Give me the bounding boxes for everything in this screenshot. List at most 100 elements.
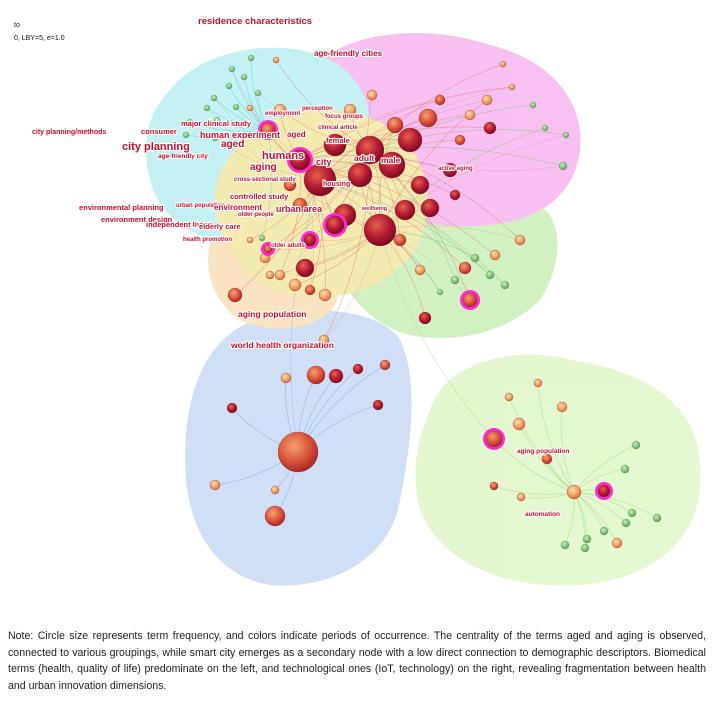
network-edge xyxy=(299,159,314,291)
network-edge xyxy=(319,139,461,181)
term-node xyxy=(560,540,570,550)
term-node xyxy=(418,108,438,128)
term-node xyxy=(263,244,273,254)
network-edge xyxy=(369,86,513,151)
network-edge xyxy=(369,129,567,151)
term-label: humans xyxy=(262,150,304,162)
term-node xyxy=(470,253,480,263)
term-node xyxy=(556,401,568,413)
term-node xyxy=(318,288,332,302)
term-label: city xyxy=(316,157,332,167)
term-node xyxy=(485,270,495,280)
header-line-1: to xyxy=(14,22,20,29)
term-node xyxy=(303,233,317,247)
term-node xyxy=(541,124,549,132)
term-node xyxy=(489,249,501,261)
term-node xyxy=(458,261,472,275)
term-node xyxy=(210,94,218,102)
term-node xyxy=(611,537,623,549)
term-node xyxy=(366,89,378,101)
term-node xyxy=(410,175,430,195)
term-node xyxy=(211,134,219,142)
term-node xyxy=(226,402,238,414)
cluster-light-green xyxy=(415,354,701,586)
term-node xyxy=(258,234,266,242)
term-label: major clinical study xyxy=(181,119,252,128)
term-node xyxy=(508,83,516,91)
term-label: cross-sectional study xyxy=(234,177,296,183)
term-label: older adults xyxy=(271,243,306,249)
term-label: employment xyxy=(265,111,300,117)
term-label: perception xyxy=(302,106,333,112)
term-label: consumer xyxy=(141,127,177,136)
term-node xyxy=(328,368,344,384)
term-label: aged xyxy=(287,130,306,139)
network-edge xyxy=(319,99,441,181)
term-node xyxy=(397,127,423,153)
term-label: independent living xyxy=(146,220,213,229)
term-node xyxy=(418,311,432,325)
term-node xyxy=(379,359,391,371)
term-node xyxy=(227,287,243,303)
term-node xyxy=(270,485,280,495)
term-label: city planning xyxy=(122,141,190,153)
term-label: housing xyxy=(323,181,350,188)
term-node xyxy=(621,518,631,528)
term-node xyxy=(393,233,407,247)
term-node xyxy=(372,399,384,411)
term-node xyxy=(516,492,526,502)
term-node xyxy=(292,197,308,213)
term-node xyxy=(363,213,397,247)
term-node xyxy=(652,513,662,523)
network-edge xyxy=(275,59,371,151)
term-node xyxy=(489,481,499,491)
term-node xyxy=(580,543,590,553)
term-node xyxy=(283,178,297,192)
network-edge xyxy=(257,92,371,151)
term-node xyxy=(499,60,507,68)
term-node xyxy=(631,440,641,450)
term-node xyxy=(232,103,240,111)
term-node xyxy=(514,234,526,246)
term-node xyxy=(481,94,493,106)
term-node xyxy=(272,56,280,64)
term-node xyxy=(260,122,276,138)
term-label: clinical article xyxy=(318,125,358,131)
term-node xyxy=(225,82,233,90)
term-node xyxy=(485,430,503,448)
term-label: aging population xyxy=(517,448,569,455)
term-node xyxy=(562,131,570,139)
term-label: wellbeing xyxy=(361,206,387,212)
term-node xyxy=(420,198,440,218)
term-node xyxy=(449,189,461,201)
header-line-2: 0, LBY=5, e=1.0 xyxy=(14,35,65,42)
term-node xyxy=(246,104,254,112)
term-label: world health organization xyxy=(230,340,334,350)
term-node xyxy=(289,149,311,171)
network-nodes xyxy=(182,54,662,553)
term-node xyxy=(597,484,611,498)
term-node xyxy=(265,270,275,280)
term-node xyxy=(434,94,446,106)
network-edge xyxy=(493,485,575,495)
term-node xyxy=(182,131,190,139)
term-label: environmental planning xyxy=(79,203,164,212)
term-node xyxy=(323,133,347,157)
network-map: residence characteristics age-friendly c… xyxy=(31,15,701,586)
term-label: city planning/methods xyxy=(32,129,106,136)
term-label: controlled study xyxy=(230,192,289,201)
term-node xyxy=(450,275,460,285)
network-edge xyxy=(379,229,495,440)
term-node xyxy=(442,162,458,178)
term-node xyxy=(355,135,385,165)
term-node xyxy=(247,54,255,62)
term-node xyxy=(203,104,211,112)
term-node xyxy=(414,264,426,276)
term-node xyxy=(454,134,466,146)
term-node xyxy=(483,121,497,135)
term-node xyxy=(512,417,526,431)
term-node xyxy=(304,284,316,296)
term-node xyxy=(343,103,357,117)
term-label: male xyxy=(381,155,401,165)
term-node xyxy=(529,101,537,109)
